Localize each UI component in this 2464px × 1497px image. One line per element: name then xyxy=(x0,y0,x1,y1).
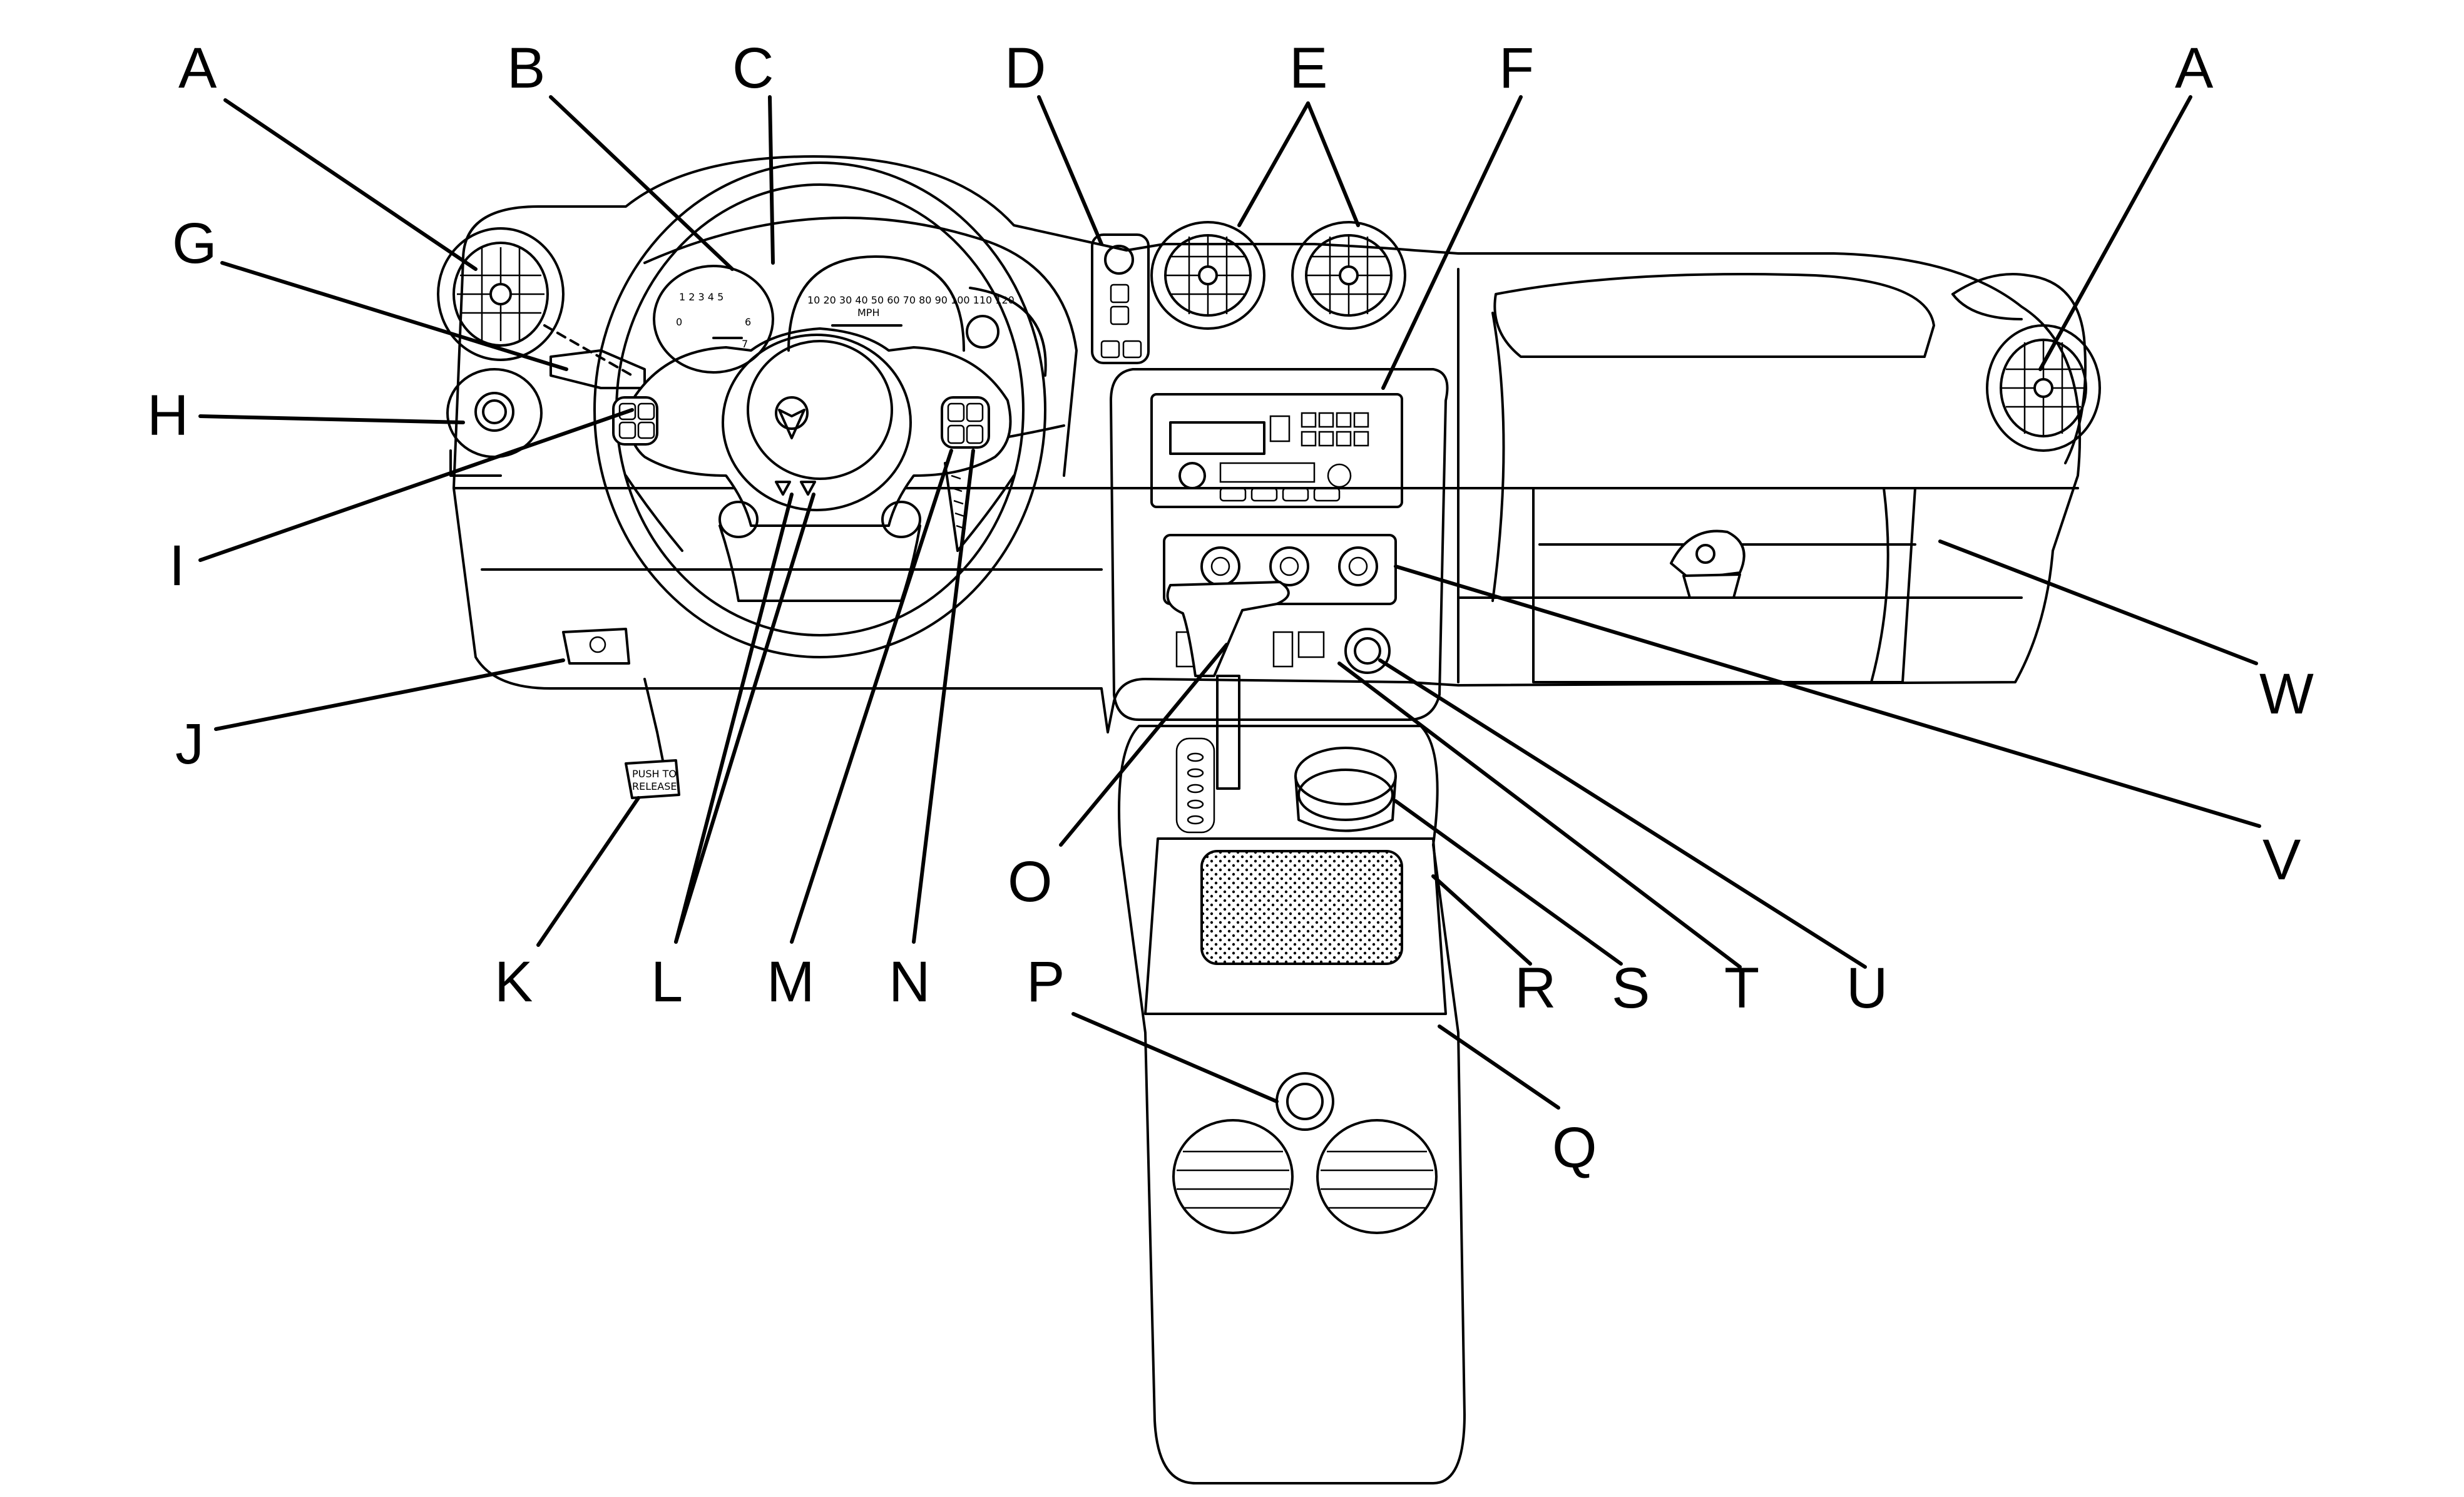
callout-l: L xyxy=(651,950,683,1014)
cruise-control-lever[interactable] xyxy=(944,462,966,552)
callout-n: N xyxy=(889,950,930,1014)
glove-box-latch[interactable] xyxy=(1670,529,1746,599)
glove-box[interactable] xyxy=(1493,273,1935,683)
callout-a-right: A xyxy=(2175,36,2214,100)
center-console xyxy=(1118,725,1466,1484)
leader-lines xyxy=(198,95,2261,1110)
callout-b: B xyxy=(507,36,545,100)
steering-wheel[interactable] xyxy=(593,161,1046,658)
left-steering-wheel-controls[interactable] xyxy=(612,396,658,446)
callout-i: I xyxy=(169,534,185,598)
left-air-vent[interactable] xyxy=(437,227,565,361)
svg-text:MPH: MPH xyxy=(857,307,879,319)
center-right-vent[interactable] xyxy=(1291,221,1406,330)
horn-icons[interactable] xyxy=(775,481,816,496)
right-steering-wheel-controls[interactable] xyxy=(941,396,990,449)
svg-text:1 2 3 4 5: 1 2 3 4 5 xyxy=(679,291,723,303)
callout-g: G xyxy=(172,212,217,275)
accessory-power-outlet-rear[interactable] xyxy=(1275,1072,1334,1131)
svg-text:0: 0 xyxy=(676,316,682,328)
tachometer: 1 2 3 4 5 0 6 7 xyxy=(653,265,774,374)
callout-w: W xyxy=(2259,662,2314,726)
shift-lever[interactable] xyxy=(1166,581,1290,790)
fuel-gauge xyxy=(966,287,1047,377)
hood-release[interactable] xyxy=(562,628,630,665)
callout-m: M xyxy=(767,950,815,1014)
svg-text:7: 7 xyxy=(742,338,748,350)
callout-j: J xyxy=(175,712,204,776)
power-outlet[interactable] xyxy=(1344,628,1391,674)
callout-s: S xyxy=(1612,956,1650,1020)
callout-h: H xyxy=(147,384,188,447)
callout-f: F xyxy=(1499,36,1534,100)
callout-r: R xyxy=(1515,956,1556,1020)
callout-t: T xyxy=(1724,956,1759,1020)
parking-brake-release[interactable]: PUSH TO RELEASE xyxy=(625,759,680,799)
speedometer: 10 20 30 40 50 60 70 80 90 100 110 120 M… xyxy=(787,255,1015,352)
svg-text:6: 6 xyxy=(745,316,751,328)
callout-labels: A B C D E F A G H I J K L M N O P Q R S … xyxy=(147,36,2314,1180)
callout-c: C xyxy=(732,36,774,100)
callout-a-left: A xyxy=(178,36,217,100)
parking-brake-label-2: RELEASE xyxy=(632,780,677,792)
cupholder[interactable] xyxy=(1294,747,1397,832)
parking-brake-label-1: PUSH TO xyxy=(632,768,677,780)
callout-o: O xyxy=(1008,850,1053,914)
callout-q: Q xyxy=(1552,1116,1597,1180)
callout-v: V xyxy=(2262,828,2301,892)
speedometer-ticks: 10 20 30 40 50 60 70 80 90 100 110 120 xyxy=(807,294,1015,306)
callout-e: E xyxy=(1289,36,1327,100)
callout-u: U xyxy=(1846,956,1888,1020)
callout-p: P xyxy=(1026,950,1065,1014)
center-left-vent[interactable] xyxy=(1150,221,1265,330)
console-storage-lid[interactable] xyxy=(1144,837,1447,1015)
center-stack xyxy=(1110,368,1449,721)
callout-d: D xyxy=(1005,36,1046,100)
radio[interactable] xyxy=(1150,393,1403,508)
shift-pattern-indicator xyxy=(1175,737,1215,834)
dic-buttons[interactable] xyxy=(1091,233,1150,364)
right-air-vent[interactable] xyxy=(1951,273,2101,464)
rear-air-vents[interactable] xyxy=(1172,1119,1438,1234)
gauge-cluster-hood xyxy=(643,217,1078,477)
callout-k: K xyxy=(494,950,533,1014)
